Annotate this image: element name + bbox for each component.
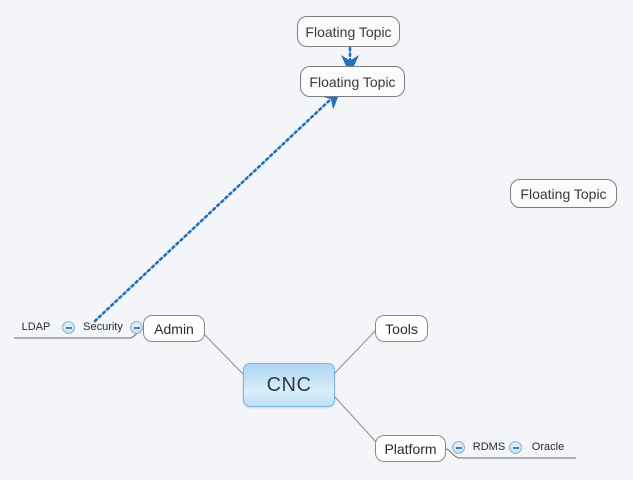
floating-topic-1-label: Floating Topic	[305, 23, 392, 40]
main-topic-admin-label: Admin	[154, 320, 194, 337]
subtopic-rdms-label: RDMS	[472, 441, 506, 453]
subtopic-security[interactable]: Security	[78, 319, 128, 335]
central-topic-cnc[interactable]: CNC	[243, 363, 335, 407]
central-topic-label: CNC	[266, 373, 312, 396]
minus-circle-icon-security[interactable]	[62, 321, 75, 334]
minus-circle-icon-platform[interactable]	[452, 441, 465, 454]
relationship-security-floating2	[93, 89, 342, 323]
floating-topic-3-label: Floating Topic	[520, 185, 607, 202]
main-topic-admin[interactable]: Admin	[143, 315, 205, 342]
floating-topic-2-label: Floating Topic	[309, 73, 396, 90]
subtopic-ldap[interactable]: LDAP	[16, 319, 56, 335]
main-topic-platform[interactable]: Platform	[375, 435, 446, 462]
floating-topic-1[interactable]: Floating Topic	[297, 16, 400, 47]
main-topic-platform-label: Platform	[384, 440, 437, 457]
connector-cnc-tools	[333, 329, 377, 375]
floating-topic-2[interactable]: Floating Topic	[300, 66, 405, 97]
subtopic-ldap-label: LDAP	[21, 321, 51, 333]
subtopic-oracle[interactable]: Oracle	[527, 439, 569, 455]
subtopic-oracle-label: Oracle	[531, 441, 565, 453]
floating-topic-3[interactable]: Floating Topic	[510, 179, 617, 208]
subtopic-security-label: Security	[83, 321, 123, 333]
subtopic-rdms[interactable]: RDMS	[469, 439, 509, 455]
main-topic-tools-label: Tools	[385, 320, 418, 337]
minus-circle-icon-rdms[interactable]	[509, 441, 522, 454]
connector-cnc-admin	[199, 329, 244, 375]
main-topic-tools[interactable]: Tools	[375, 315, 428, 342]
minus-circle-icon-admin[interactable]	[130, 321, 143, 334]
connector-cnc-platform	[333, 395, 378, 444]
